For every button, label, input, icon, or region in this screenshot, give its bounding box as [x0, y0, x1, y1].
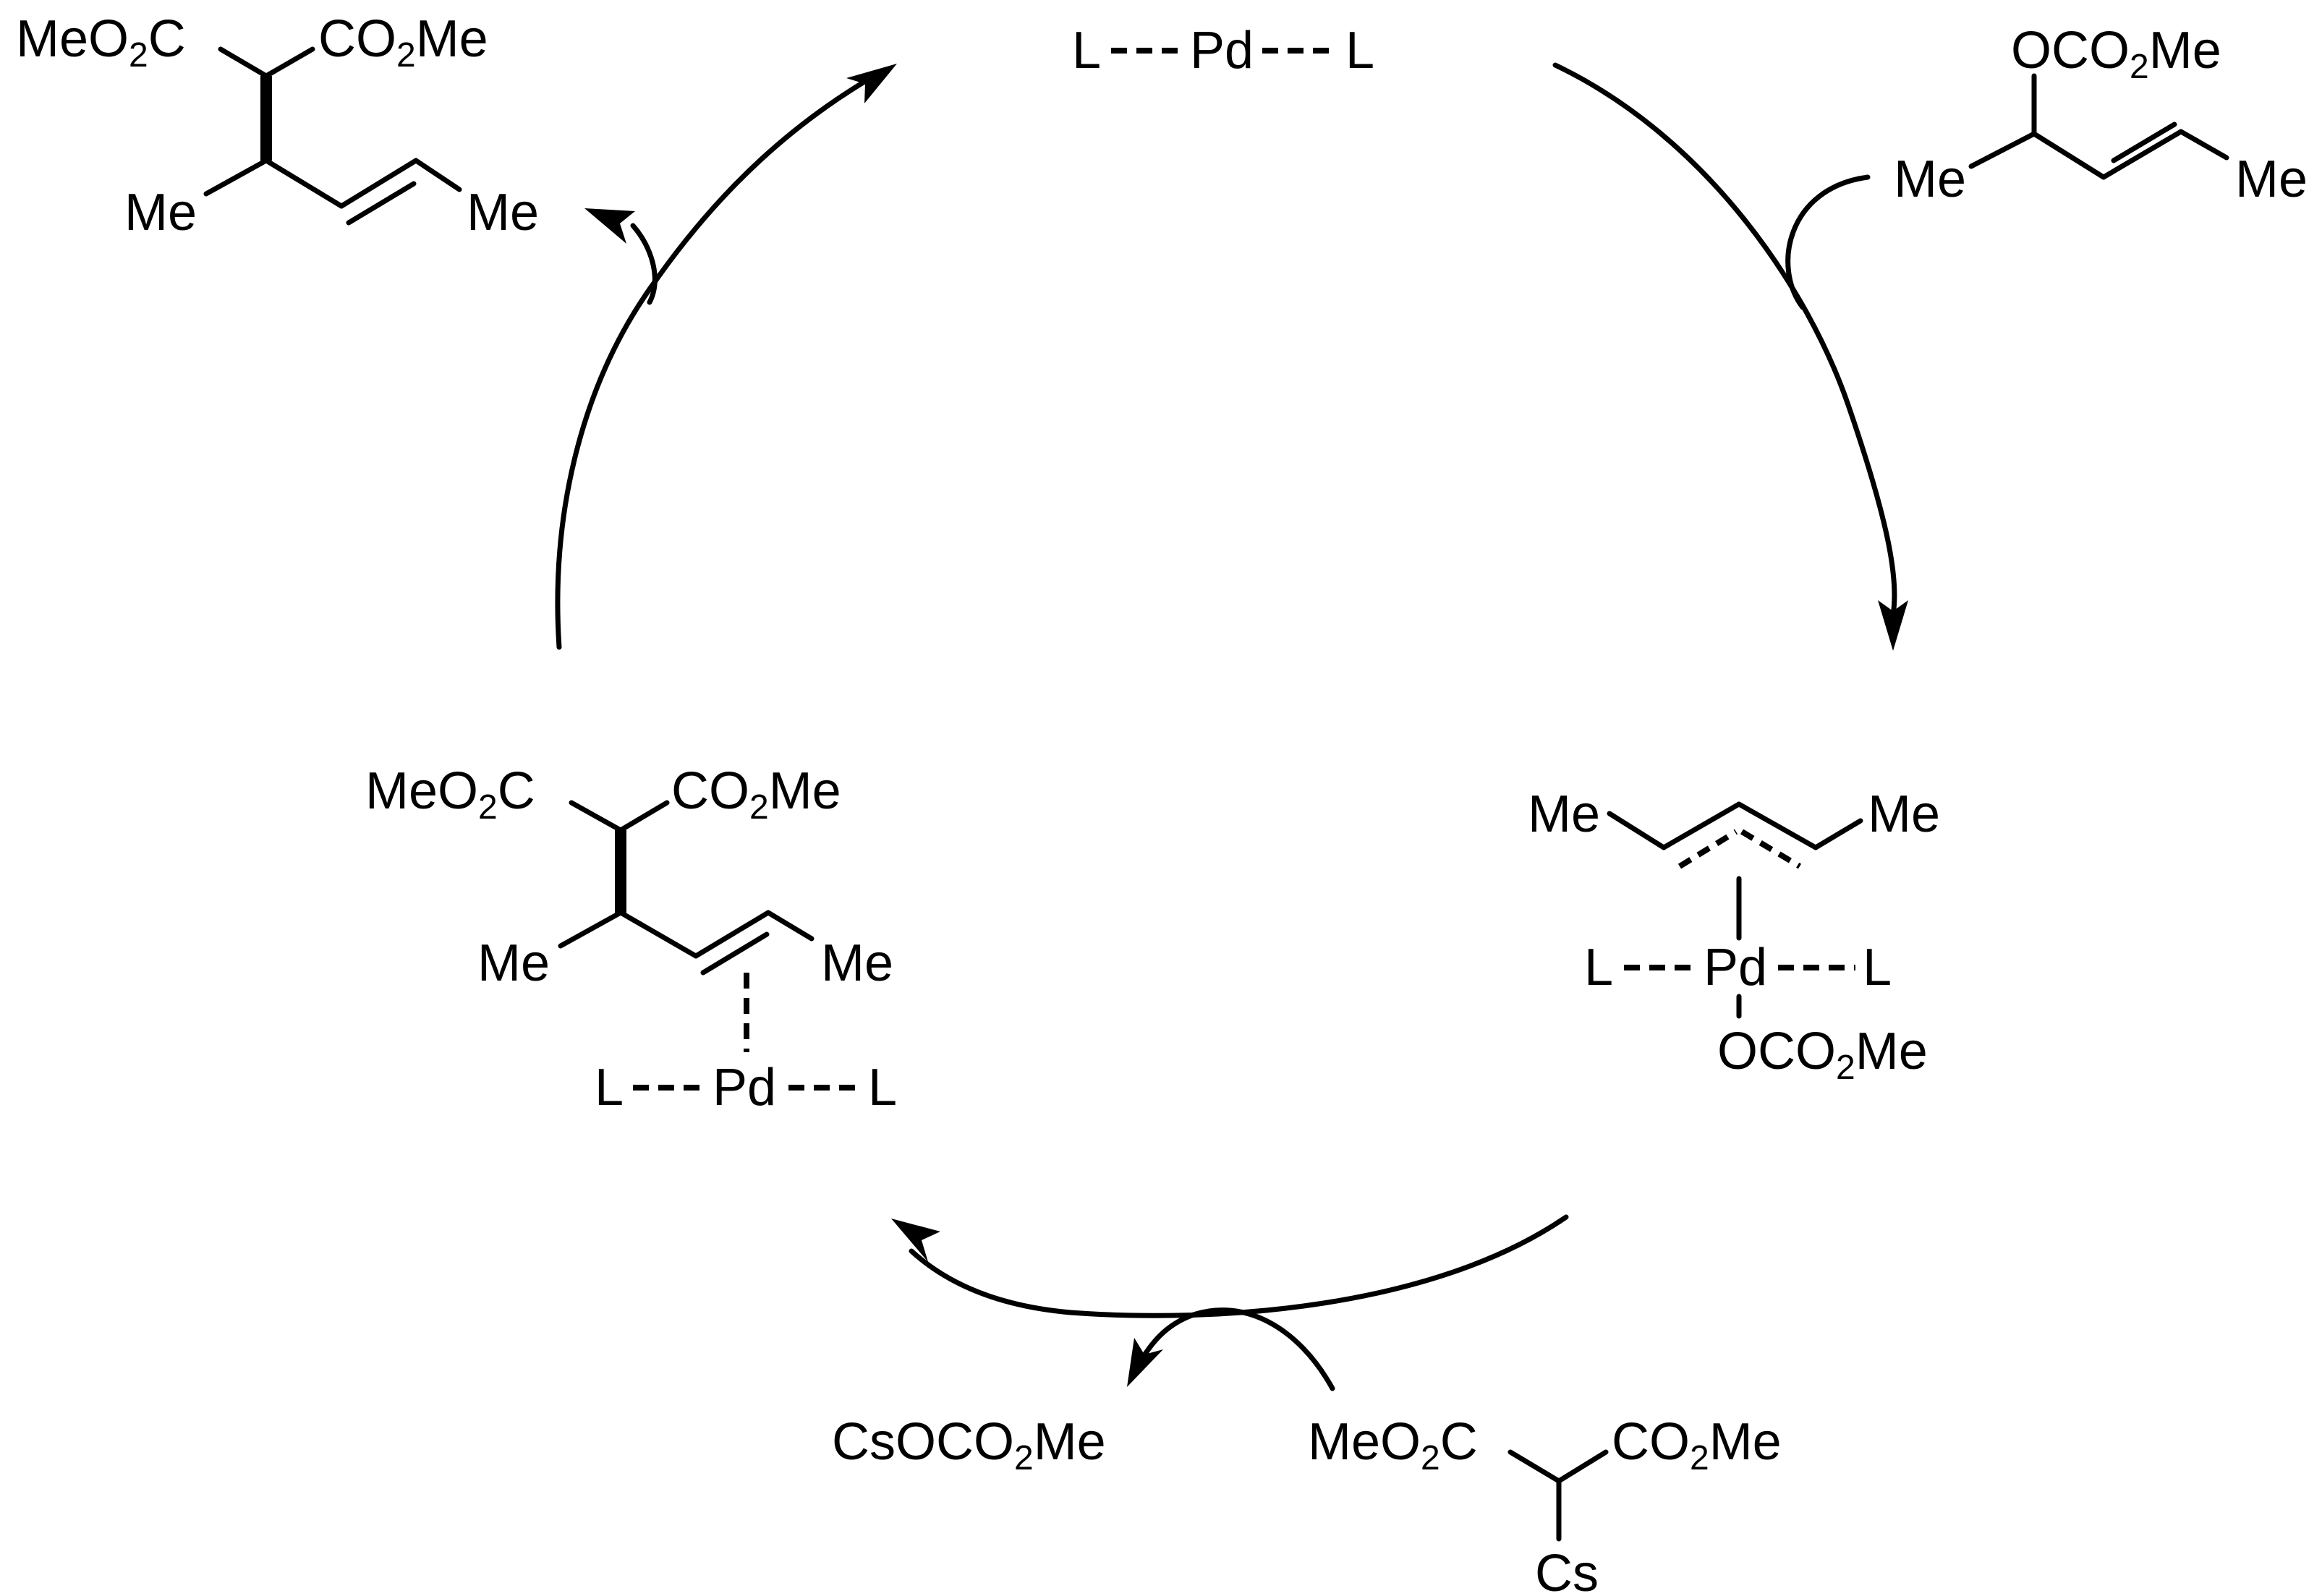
allyl-bond-c1-c2 [1661, 801, 1742, 850]
product-methyl-right: Me [467, 184, 539, 242]
allyl-delocalized-left [1677, 829, 1738, 869]
allyl-bond-c2-c3 [1736, 801, 1819, 850]
product-bond-ch-ch [263, 158, 344, 209]
complex-metal: Pd [713, 1059, 776, 1117]
product-bond-alkene [339, 158, 419, 209]
catalyst-metal: Pd [1190, 22, 1254, 80]
allyl-methyl-right: Me [1868, 785, 1940, 843]
complex-bond-methyl [558, 910, 624, 949]
nucleophile-entry-curve [1136, 1307, 1335, 1391]
alkylation-product: MeO2C CO2Me Me Me [16, 10, 539, 242]
complex-bond-ch-ch [618, 910, 699, 959]
arrowhead-product [584, 208, 635, 244]
allyl-counterion: OCO2Me [1717, 1023, 1928, 1087]
complex-ligand-right: L [868, 1059, 897, 1117]
complex-bond-me-right [765, 910, 815, 942]
product-ester-right: CO2Me [318, 10, 488, 74]
complex-ester-left: MeO2C [365, 762, 535, 827]
substrate-leaving-group: OCO2Me [2011, 22, 2221, 86]
allyl-delocalized-right [1740, 829, 1802, 869]
complex-bond-ester-right [618, 800, 670, 833]
substrate-bond-ch-me [2178, 129, 2229, 161]
catalyst-pd-l2: L Pd L [1072, 22, 1374, 80]
product-methyl-left: Me [124, 184, 197, 242]
arrowhead-byproduct [1127, 1338, 1163, 1387]
product-ester-left: MeO2C [16, 10, 186, 74]
substrate-methyl-right: Me [2235, 150, 2308, 208]
allyl-ligand-left: L [1584, 939, 1613, 997]
cesium-malonate-nucleophile: MeO2C CO2Me Cs [1308, 1413, 1782, 1596]
arrowhead-bottom [891, 1219, 940, 1262]
complex-bond-alkene-inner [700, 931, 770, 976]
substrate-entry-curve [1785, 174, 1871, 310]
product-pd-complex: MeO2C CO2Me Me Me L Pd L [365, 762, 897, 1117]
nucleophile-bond-right [1556, 1449, 1609, 1484]
substrate-bond-alkene [2101, 129, 2184, 180]
substrate-bond-me-c [1968, 131, 2037, 169]
pi-allyl-pd-complex: Me Me L Pd L OCO2Me [1528, 785, 1940, 1087]
catalyst-ligand-right: L [1345, 22, 1374, 80]
arc-right [1552, 62, 1897, 618]
substrate-bond-alkene-inner [2111, 121, 2177, 163]
product-bond-ester-right [263, 46, 315, 79]
nucleophile-ester-left: MeO2C [1308, 1413, 1478, 1477]
complex-methyl-left: Me [477, 934, 550, 992]
complex-methyl-right: Me [821, 934, 893, 992]
arc-left [555, 77, 871, 650]
nucleophile-ester-right: CO2Me [1612, 1413, 1782, 1477]
oxidative-addition-arrow [1552, 62, 1908, 651]
complex-ester-right: CO2Me [671, 762, 841, 827]
product-release-curve [630, 223, 658, 305]
allylic-carbonate-substrate: OCO2Me Me Me [1894, 22, 2308, 208]
product-bond-ester-left [218, 46, 269, 79]
product-bond-me-right [413, 158, 462, 192]
product-bond-methyl [203, 158, 269, 197]
catalyst-ligand-left: L [1072, 22, 1101, 80]
complex-bond-alkene [693, 910, 771, 959]
arrowhead-left [846, 64, 897, 103]
complex-bond-ester-left [569, 800, 624, 833]
allyl-metal: Pd [1704, 939, 1767, 997]
allyl-bond-me-left [1607, 811, 1667, 850]
allyl-methyl-left: Me [1528, 785, 1600, 843]
nucleophile-cation: Cs [1535, 1545, 1599, 1596]
byproduct-cesium-carbonate: CsOCO2Me [832, 1413, 1106, 1477]
nucleophile-bond-left [1507, 1449, 1562, 1484]
allyl-ligand-right: L [1863, 939, 1892, 997]
substrate-methyl-left: Me [1894, 150, 1966, 208]
product-bond-alkene-inner [346, 181, 417, 226]
complex-ligand-left: L [595, 1059, 624, 1117]
nucleophilic-attack-arrow [891, 1214, 1569, 1391]
allyl-bond-me-right [1813, 818, 1863, 850]
arrowhead-right [1878, 600, 1908, 651]
substrate-bond-c-ch [2031, 131, 2106, 180]
arc-bottom-main [909, 1214, 1569, 1318]
decomplexation-arrow [555, 64, 897, 650]
